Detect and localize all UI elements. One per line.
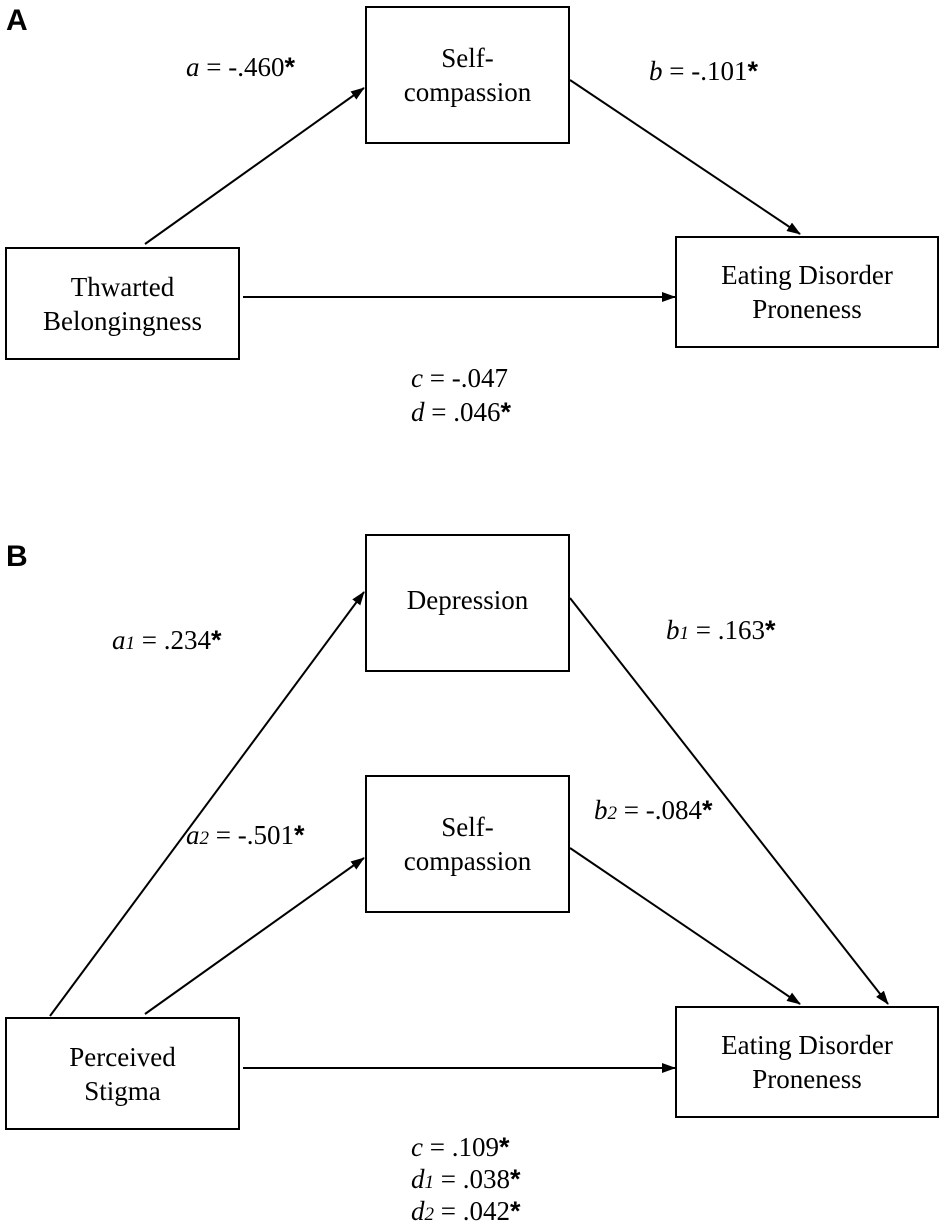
coef-b1: b1 = .163* bbox=[666, 615, 776, 645]
thwarted-belongingness-box: Thwarted Belongingness bbox=[5, 247, 240, 360]
depression-box: Depression bbox=[365, 534, 570, 672]
arrow-a-path bbox=[144, 87, 365, 245]
coef-d1: d1 = .038* bbox=[411, 1164, 521, 1194]
eating-disorder-box-a: Eating Disorder Proneness bbox=[675, 236, 939, 348]
box-line: Self- bbox=[441, 812, 494, 842]
coef-d: d = .046* bbox=[411, 397, 511, 427]
self-compassion-box-a: Self- compassion bbox=[365, 6, 570, 144]
box-line: Thwarted bbox=[70, 271, 175, 302]
box-line: Belongingness bbox=[43, 305, 202, 336]
box-line: Proneness bbox=[752, 294, 862, 324]
eating-disorder-box-b: Eating Disorder Proneness bbox=[675, 1006, 939, 1118]
box-line: Eating Disorder bbox=[721, 260, 893, 290]
coef-b2: b2 = -.084* bbox=[594, 795, 713, 825]
arrow-b-path bbox=[569, 79, 801, 235]
coef-a1: a1 = .234* bbox=[112, 625, 222, 655]
arrow-a2-path bbox=[144, 857, 365, 1015]
coef-a2: a2 = -.501* bbox=[186, 820, 305, 850]
perceived-stigma-box: Perceived Stigma bbox=[5, 1017, 240, 1130]
box-line: Stigma bbox=[84, 1075, 161, 1106]
box-line: Proneness bbox=[752, 1064, 862, 1094]
box-line: compassion bbox=[403, 846, 532, 876]
box-line: Depression bbox=[406, 585, 529, 615]
arrow-b1-path bbox=[569, 597, 889, 1005]
coef-c: c = -.047 bbox=[411, 363, 508, 393]
box-line: Eating Disorder bbox=[721, 1030, 893, 1060]
panel-a-label: A bbox=[6, 4, 28, 37]
coef-b: b = -.101* bbox=[649, 56, 758, 86]
arrow-b2-path bbox=[569, 847, 801, 1005]
panel-b-label: B bbox=[6, 540, 28, 573]
box-line: Perceived bbox=[69, 1041, 176, 1072]
coef-c-b: c = .109* bbox=[411, 1132, 510, 1162]
box-line: compassion bbox=[403, 77, 532, 107]
coef-d2: d2 = .042* bbox=[411, 1196, 521, 1226]
box-line: Self- bbox=[441, 43, 494, 73]
arrow-a1-path bbox=[49, 591, 365, 1017]
coef-a: a = -.460* bbox=[186, 52, 295, 82]
self-compassion-box-b: Self- compassion bbox=[365, 775, 570, 913]
